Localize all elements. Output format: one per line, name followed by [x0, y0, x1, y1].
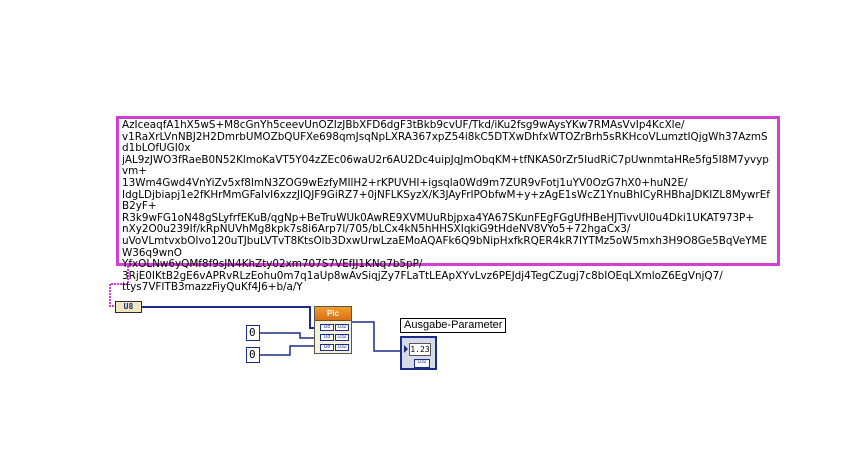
- bundle-terminal[interactable]: U32: [335, 323, 349, 331]
- bundle-terminal[interactable]: U32: [335, 343, 349, 351]
- indicator-label: Ausgabe-Parameter: [400, 318, 507, 333]
- const-a-wire[interactable]: [259, 332, 315, 339]
- bundle-terminal[interactable]: U8: [320, 323, 334, 331]
- numeric-constant-b[interactable]: 0: [246, 347, 260, 363]
- input-arrow-icon: [404, 345, 408, 353]
- string-constant[interactable]: AzIceaqfA1hX5wS+M8cGnYh5ceevUnOZIzJBbXFD…: [116, 116, 780, 293]
- bundle-terminal[interactable]: U32: [335, 333, 349, 341]
- bundle-node[interactable]: Pic U8 U32 U8 U32 U8 U32: [314, 306, 352, 354]
- numeric-constant-a[interactable]: 0: [246, 325, 260, 341]
- const-b-wire[interactable]: [259, 345, 315, 356]
- bundle-terminal[interactable]: U8: [320, 343, 334, 351]
- string-constant-text: AzIceaqfA1hX5wS+M8cGnYh5ceevUnOZIzJBbXFD…: [122, 119, 770, 294]
- u8-output-wire[interactable]: [142, 306, 315, 329]
- indicator-display: 1.23: [409, 343, 431, 356]
- bundle-terminal[interactable]: U8: [320, 333, 334, 341]
- type-cast-u8-node[interactable]: U8: [115, 301, 142, 313]
- bundle-row: U8 U32: [315, 323, 351, 331]
- bundle-row: U8 U32: [315, 343, 351, 351]
- bundle-row: U8 U32: [315, 333, 351, 341]
- indicator-type: U32: [414, 359, 430, 368]
- bundle-output-wire[interactable]: [352, 321, 405, 352]
- output-indicator[interactable]: 1.23 U32: [400, 336, 437, 370]
- string-wire[interactable]: [109, 266, 129, 307]
- bundle-header-icon: Pic: [315, 307, 351, 321]
